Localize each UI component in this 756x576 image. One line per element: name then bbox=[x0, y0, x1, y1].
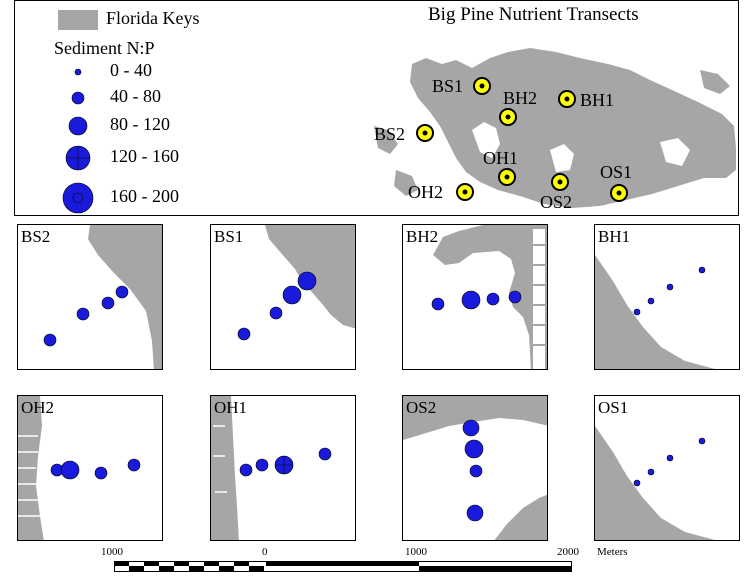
site-label-os1: OS1 bbox=[600, 162, 633, 182]
florida-keys-swatch bbox=[58, 10, 98, 30]
sample-point bbox=[698, 437, 706, 445]
site-marker-bh1 bbox=[558, 90, 576, 108]
sample-point bbox=[469, 464, 483, 478]
sample-point bbox=[486, 292, 500, 306]
site-marker-oh1 bbox=[498, 168, 516, 186]
panel-label-bs1: BS1 bbox=[214, 227, 244, 246]
site-label-bs2: BS2 bbox=[374, 124, 406, 144]
site-markers bbox=[416, 77, 628, 202]
legend: Florida Keys Sediment N:P 0 - 40 40 - 80… bbox=[20, 4, 320, 214]
site-label-bh2: BH2 bbox=[503, 88, 538, 108]
land bbox=[211, 396, 239, 540]
panel-bs2: BS2 bbox=[17, 224, 163, 370]
panel-label-oh1: OH1 bbox=[214, 398, 248, 417]
site-label-oh2: OH2 bbox=[408, 182, 443, 202]
site-label-bs1: BS1 bbox=[432, 76, 464, 96]
panel-oh1: OH1 bbox=[210, 395, 356, 541]
scale-label-2000: 2000 bbox=[557, 546, 579, 558]
map-title: Big Pine Nutrient Transects bbox=[428, 4, 639, 25]
scale-bar bbox=[114, 561, 572, 572]
sample-point bbox=[633, 479, 641, 487]
panel-label-os1: OS1 bbox=[598, 398, 629, 417]
sample-point bbox=[43, 333, 57, 347]
sediment-title: Sediment N:P bbox=[54, 38, 155, 58]
sample-point bbox=[462, 419, 480, 437]
legend-label-40-80: 40 - 80 bbox=[110, 86, 161, 106]
site-marker-os2 bbox=[551, 173, 569, 191]
legend-symbols bbox=[62, 68, 94, 214]
legend-label-120-160: 120 - 160 bbox=[110, 146, 179, 166]
scale-label-1000-left: 1000 bbox=[101, 546, 123, 558]
sample-point bbox=[94, 466, 108, 480]
sample-point bbox=[698, 266, 706, 274]
land bbox=[595, 255, 715, 369]
sample-point bbox=[633, 308, 641, 316]
sample-point bbox=[647, 468, 655, 476]
panel-oh2: OH2 bbox=[17, 395, 163, 541]
legend-label-160-200: 160 - 200 bbox=[110, 186, 179, 206]
sample-point bbox=[255, 458, 269, 472]
land bbox=[433, 225, 547, 369]
sample-point bbox=[282, 285, 302, 305]
panel-label-bh2: BH2 bbox=[406, 227, 439, 246]
land bbox=[403, 396, 547, 440]
site-label-oh1: OH1 bbox=[483, 148, 518, 168]
panel-label-bh1: BH1 bbox=[598, 227, 631, 246]
sample-point bbox=[239, 463, 253, 477]
big-pine-island-map bbox=[374, 48, 736, 208]
sample-point bbox=[297, 271, 317, 291]
sample-point bbox=[269, 306, 283, 320]
sample-point bbox=[461, 290, 481, 310]
sample-point bbox=[237, 327, 251, 341]
sample-point bbox=[101, 296, 115, 310]
site-marker-os1 bbox=[610, 184, 628, 202]
sample-point bbox=[508, 290, 522, 304]
panel-label-oh2: OH2 bbox=[21, 398, 55, 417]
scale-label-1000-right: 1000 bbox=[405, 546, 427, 558]
legend-symbol-160-200 bbox=[62, 182, 94, 214]
site-marker-oh2 bbox=[456, 183, 474, 201]
panel-bh2: BH2 bbox=[402, 224, 548, 370]
sample-point bbox=[318, 447, 332, 461]
legend-symbol-0-40 bbox=[74, 68, 82, 76]
sample-point bbox=[127, 458, 141, 472]
florida-keys-label: Florida Keys bbox=[106, 8, 200, 28]
sample-point bbox=[76, 307, 90, 321]
site-label-os2: OS2 bbox=[540, 192, 573, 212]
sample-point bbox=[666, 283, 674, 291]
big-pine-key-landmass bbox=[410, 48, 736, 208]
scale-unit: Meters bbox=[597, 546, 628, 558]
legend-symbol-80-120 bbox=[68, 116, 88, 136]
panel-label-os2: OS2 bbox=[406, 398, 437, 417]
legend-symbol-40-80 bbox=[71, 91, 85, 105]
panel-os1: OS1 bbox=[594, 395, 740, 541]
site-marker-bs1 bbox=[473, 77, 491, 95]
scale-label-0: 0 bbox=[262, 546, 268, 558]
land bbox=[494, 494, 547, 540]
site-label-bh1: BH1 bbox=[580, 90, 615, 110]
sample-point bbox=[666, 454, 674, 462]
panel-bh1: BH1 bbox=[594, 224, 740, 370]
site-marker-bs2 bbox=[416, 124, 434, 142]
site-marker-bh2 bbox=[499, 108, 517, 126]
sample-point bbox=[60, 460, 80, 480]
panel-label-bs2: BS2 bbox=[21, 227, 51, 246]
sample-point bbox=[647, 297, 655, 305]
overview-map-frame bbox=[14, 0, 739, 216]
sample-point bbox=[464, 439, 484, 459]
land bbox=[595, 426, 715, 540]
sample-point bbox=[466, 504, 484, 522]
legend-label-0-40: 0 - 40 bbox=[110, 60, 152, 80]
panel-bs1: BS1 bbox=[210, 224, 356, 370]
sample-point bbox=[431, 297, 445, 311]
land bbox=[88, 225, 162, 369]
sample-point bbox=[115, 285, 129, 299]
panel-os2: OS2 bbox=[402, 395, 548, 541]
legend-label-80-120: 80 - 120 bbox=[110, 114, 170, 134]
